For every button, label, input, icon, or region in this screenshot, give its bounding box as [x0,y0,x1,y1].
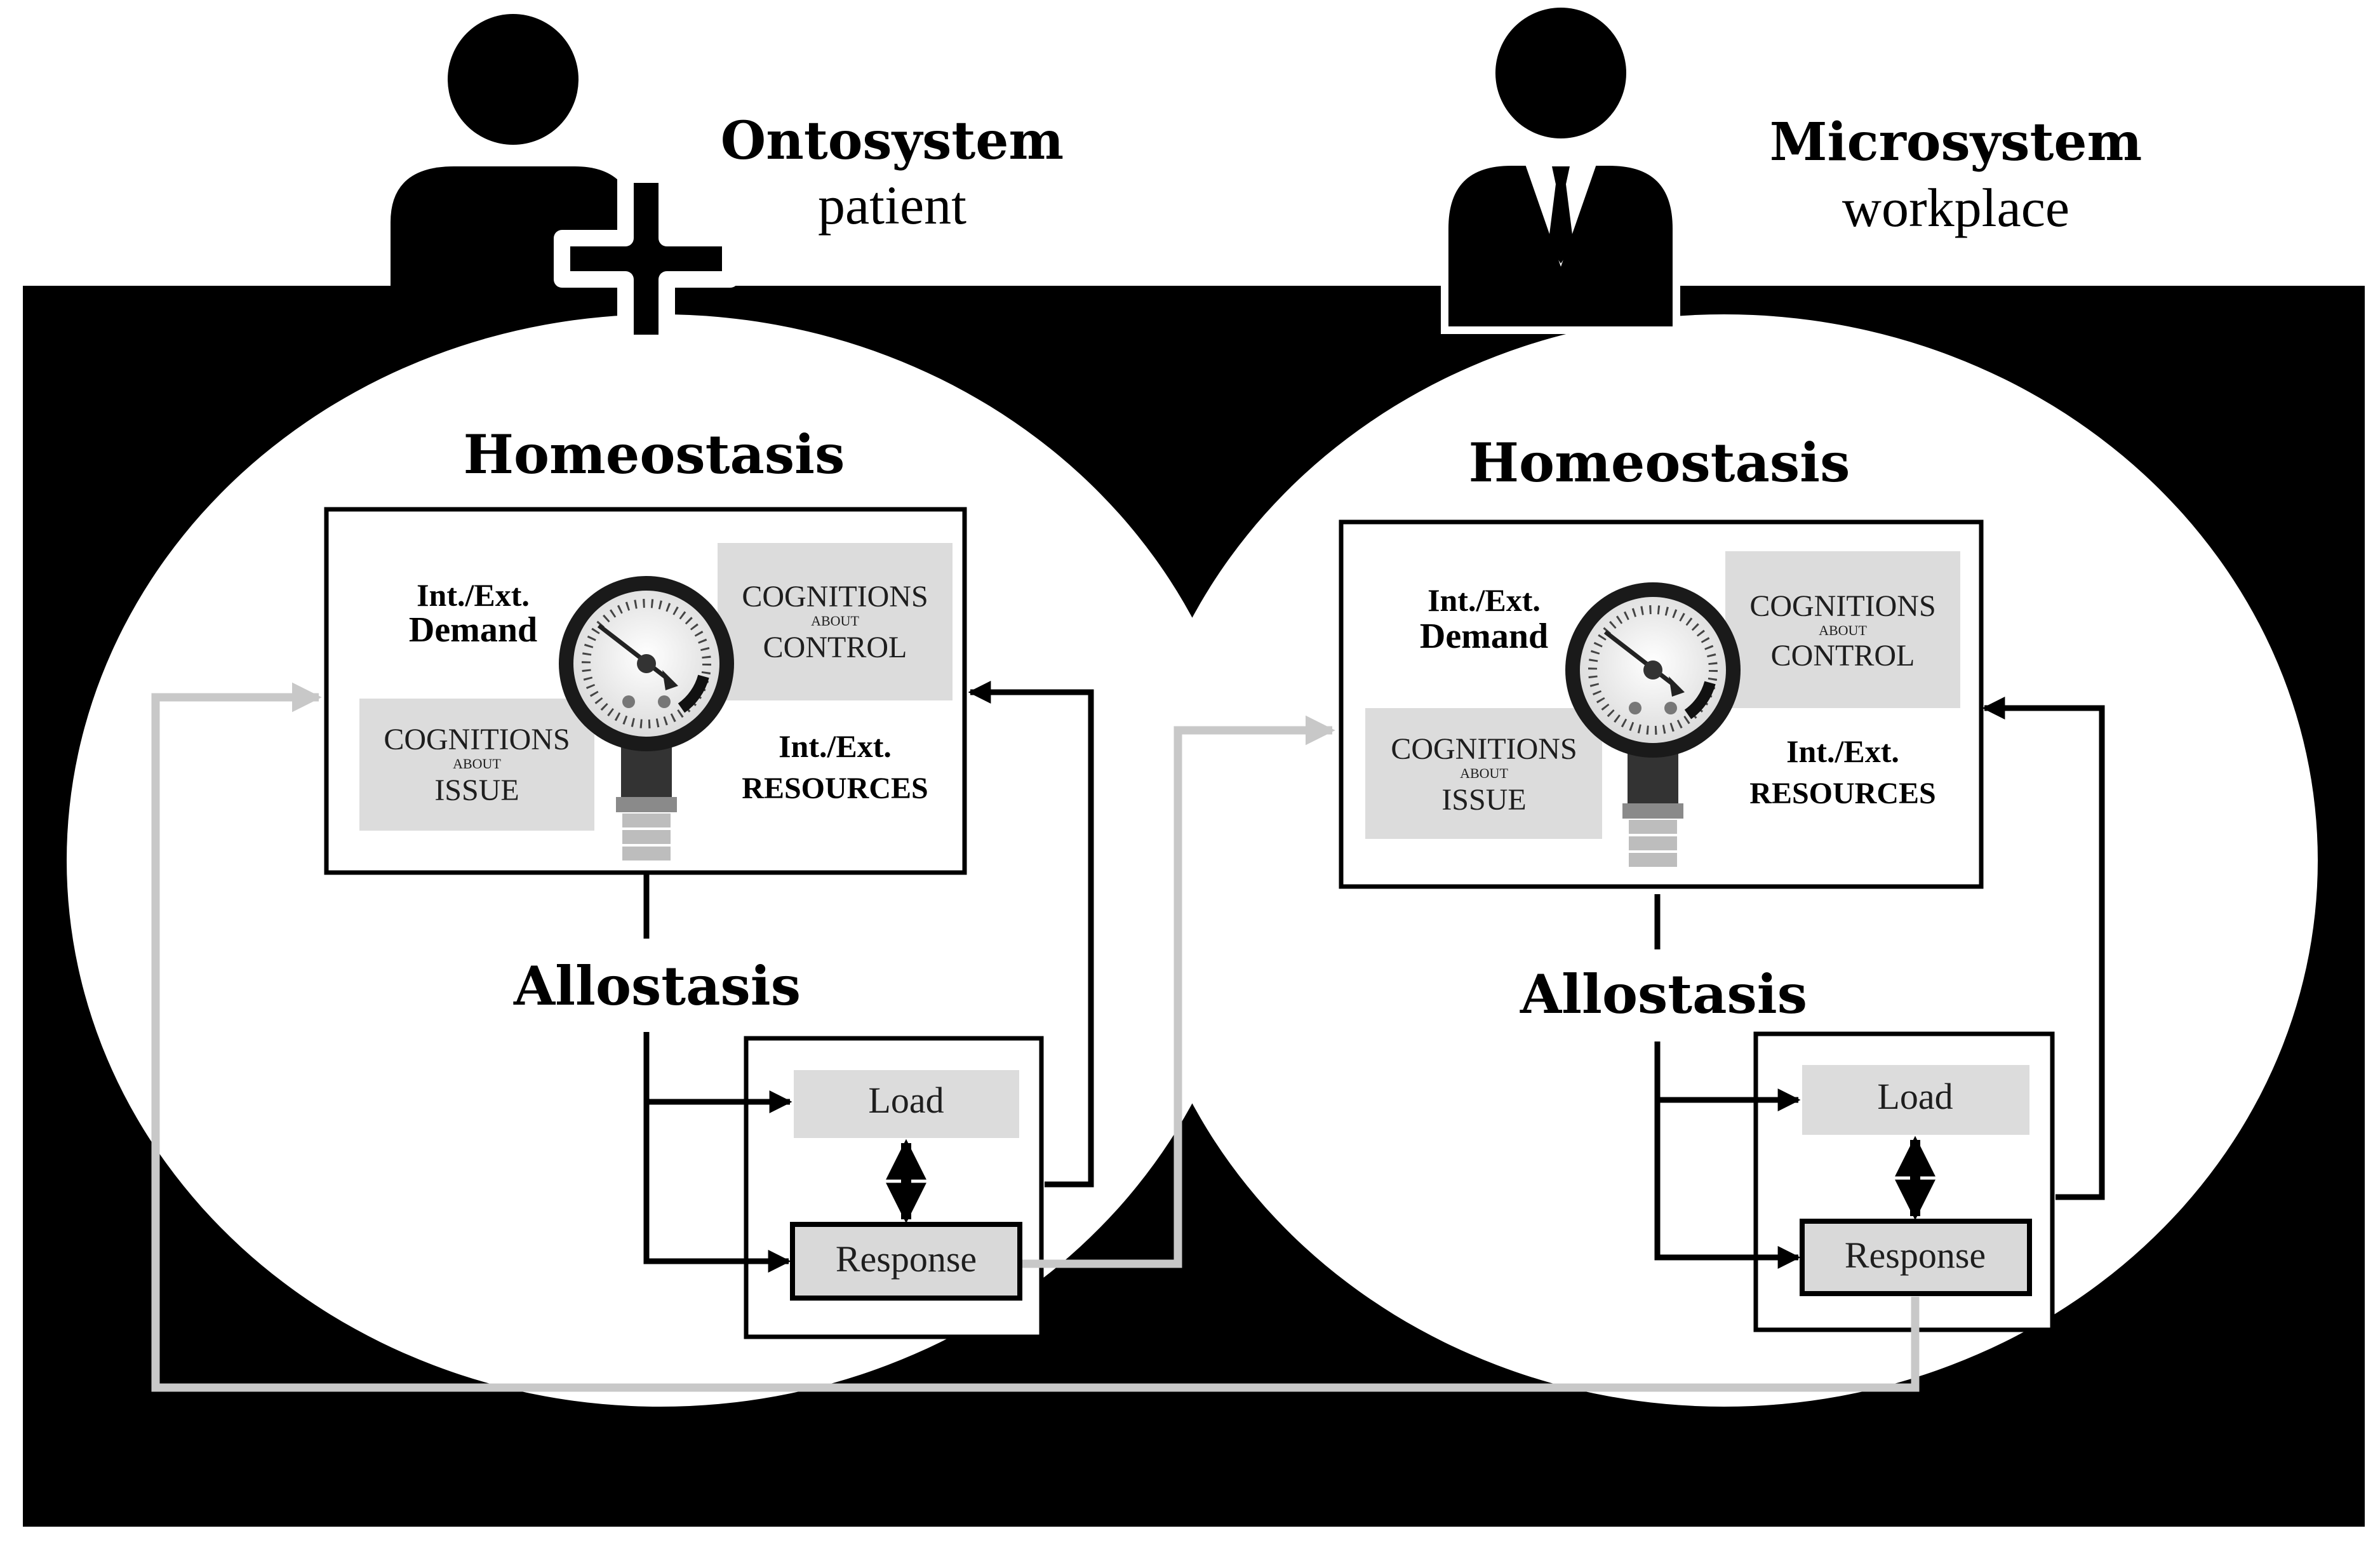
ontosystem-cognitions-control-about: ABOUT [811,613,859,629]
microsystem-cognitions-issue-about: ABOUT [1460,765,1508,781]
ontosystem-load-label: Load [868,1080,944,1121]
ontosystem-subtitle: patient [818,175,966,236]
ontosystem-to-microsystem-arrow [1022,715,1335,1268]
businessman-with-tie-icon [1441,8,1680,334]
microsystem-cognitions-issue-label: COGNITIONS [1391,732,1577,766]
pressure-gauge-icon [1565,582,1741,867]
ontosystem-response-box [790,1222,1022,1301]
ontosystem-allostasis-to-response-arrow [643,1102,791,1273]
microsystem-subtitle: workplace [1842,177,2069,238]
microsystem-demand-label-2: Demand [1420,617,1548,656]
microsystem-to-ontosystem-arrow [151,682,1920,1392]
microsystem-load-box [1802,1065,2029,1135]
ontosystem-cognitions-control-box [718,543,953,700]
pressure-gauge-icon [559,576,734,861]
microsystem-demand-label: Int./Ext. [1427,582,1541,618]
microsystem-allostasis-label: Allostasis [1520,963,1807,1026]
ontosystem-allostasis-label: Allostasis [513,954,801,1017]
microsystem-cognitions-control-label: COGNITIONS [1749,589,1935,623]
microsystem-title: Microsystem [1770,112,2143,173]
microsystem-cognitions-issue-box [1365,708,1602,839]
microsystem-resources-label-2: RESOURCES [1749,777,1935,810]
microsystem-allostasis-to-response-arrow [1654,1100,1801,1269]
ontosystem-resources-label-2: RESOURCES [742,772,928,805]
ontosystem-load-box [794,1070,1019,1138]
ontosystem-feedback-to-resources-arrow [968,681,1094,1188]
microsystem-resources-label: Int./Ext. [1786,733,1899,769]
microsystem-cognitions-control-topic: CONTROL [1771,639,1915,673]
microsystem-homeostasis-label: Homeostasis [1469,431,1850,494]
ontosystem-cognitions-control-label: COGNITIONS [742,580,928,613]
microsystem-cognitions-control-about: ABOUT [1819,622,1867,638]
microsystem-response-box [1800,1219,2032,1296]
ontosystem-response-label: Response [836,1238,977,1280]
microsystem-response-label: Response [1845,1235,1986,1276]
patient-person-with-plus-icon [391,14,739,351]
microsystem-load-label: Load [1877,1076,1953,1117]
ontosystem-resources-label: Int./Ext. [779,728,892,764]
ontosystem-homeostasis-label: Homeostasis [464,423,845,486]
microsystem-feedback-to-resources-arrow [1982,697,2105,1200]
microsystem-cognitions-issue-topic: ISSUE [1441,783,1526,817]
ontosystem-cognitions-issue-label: COGNITIONS [384,723,570,756]
ontosystem-cognitions-control-topic: CONTROL [763,631,907,664]
ontosystem-cognitions-issue-topic: ISSUE [434,774,519,807]
ontosystem-cognitions-issue-about: ABOUT [453,756,501,772]
ontosystem-demand-label: Int./Ext. [417,577,530,613]
ontosystem-demand-label-2: Demand [409,610,537,650]
microsystem-cognitions-control-box [1725,551,1960,708]
ontosystem-title: Ontosystem [721,110,1064,171]
ontosystem-cognitions-issue-box [359,699,594,831]
